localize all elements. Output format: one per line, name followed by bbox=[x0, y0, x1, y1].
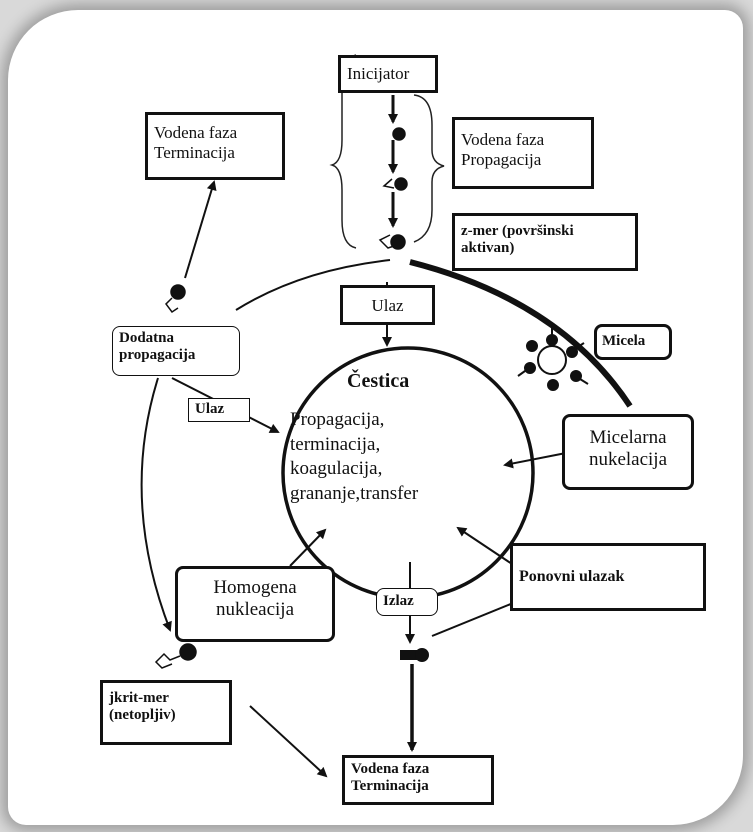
arrow-to-top-terminacija bbox=[184, 180, 217, 279]
cestica-title: Čestica bbox=[347, 370, 409, 393]
particle-processes: Propagacija, terminacija, koagulacija, g… bbox=[290, 408, 418, 507]
exit-radical-glyph bbox=[400, 648, 429, 662]
zmer-to-micela-thick bbox=[409, 259, 633, 408]
dodatna-propagacija-line1: Dodatna bbox=[119, 330, 175, 346]
ulaz-top-label: Ulaz bbox=[371, 296, 404, 315]
vodena-faza-propagacija-line2: Propagacija bbox=[461, 149, 542, 169]
vodena-faza-terminacija-bottom-line2: Terminacija bbox=[351, 778, 429, 795]
right-brace bbox=[413, 94, 445, 243]
particle-line1: Propagacija, bbox=[290, 409, 385, 430]
ulaz-left-box: Ulaz bbox=[188, 398, 250, 422]
vodena-faza-terminacija-top-line2: Terminacija bbox=[154, 142, 235, 162]
ponovni-ulazak-label: Ponovni ulazak bbox=[519, 568, 625, 585]
micela-box: Micela bbox=[594, 324, 672, 360]
micelarna-nukelacija-box: Micelarna nukelacija bbox=[562, 414, 694, 490]
z-mer-box: z-mer (površinski aktivan) bbox=[452, 213, 638, 271]
inicijator-label: Inicijator bbox=[347, 64, 410, 83]
vodena-faza-propagacija-line1: Vodena faza bbox=[461, 130, 545, 149]
jkrit-line1: jkrit-mer bbox=[109, 690, 169, 706]
ulaz-top-box: Ulaz bbox=[340, 285, 435, 325]
jkrit-line2: (netopljiv) bbox=[109, 707, 176, 724]
vodena-faza-terminacija-top-box: Vodena faza Terminacija bbox=[145, 112, 285, 180]
inicijator-box: Inicijator bbox=[338, 55, 438, 93]
radical-chain-glyphs bbox=[378, 127, 408, 250]
particle-line4: grananje,transfer bbox=[290, 483, 419, 505]
dodatna-radical-glyph bbox=[165, 284, 186, 314]
particle-line3: koagulacija, bbox=[290, 458, 383, 480]
vodena-faza-propagacija-box: Vodena faza Propagacija bbox=[452, 117, 594, 189]
arrow-to-dodatna bbox=[235, 259, 391, 311]
micelarna-line2: nukelacija bbox=[588, 448, 668, 470]
jkrit-mer-box: jkrit-mer (netopljiv) bbox=[100, 680, 232, 745]
homogena-line2: nukleacija bbox=[215, 598, 295, 620]
izlaz-box: Izlaz bbox=[376, 588, 438, 616]
cestica-label: Čestica bbox=[347, 370, 410, 392]
dodatna-propagacija-box: Dodatna propagacija bbox=[112, 326, 240, 376]
arrow-micelarna bbox=[503, 452, 567, 469]
z-mer-line2: aktivan) bbox=[461, 240, 515, 257]
ponovni-ulazak-box: Ponovni ulazak bbox=[510, 543, 706, 611]
ulaz-left-label: Ulaz bbox=[195, 401, 225, 417]
vodena-faza-terminacija-bottom-box: Vodena faza Terminacija bbox=[342, 755, 494, 805]
homogena-nukleacija-box: Homogena nukleacija bbox=[175, 566, 335, 642]
vodena-faza-terminacija-top-line1: Vodena faza bbox=[154, 123, 238, 142]
arrow-to-jkrit bbox=[140, 377, 172, 632]
micelle-cluster bbox=[517, 326, 589, 391]
arrow-homogena bbox=[289, 528, 327, 567]
homogena-line1: Homogena bbox=[213, 577, 297, 598]
vodena-faza-terminacija-bottom-line1: Vodena faza bbox=[351, 761, 430, 777]
izlaz-label: Izlaz bbox=[383, 593, 414, 609]
jkrit-radical-glyph bbox=[154, 643, 197, 669]
dodatna-propagacija-line2: propagacija bbox=[119, 347, 196, 364]
micelarna-line1: Micelarna bbox=[589, 427, 667, 448]
arrow-ponovni bbox=[456, 526, 519, 569]
z-mer-line1: z-mer (površinski bbox=[461, 223, 574, 239]
arrow-jkrit-to-terminacija bbox=[249, 705, 328, 778]
micela-label: Micela bbox=[602, 333, 646, 349]
particle-line2: terminacija, bbox=[290, 433, 381, 455]
